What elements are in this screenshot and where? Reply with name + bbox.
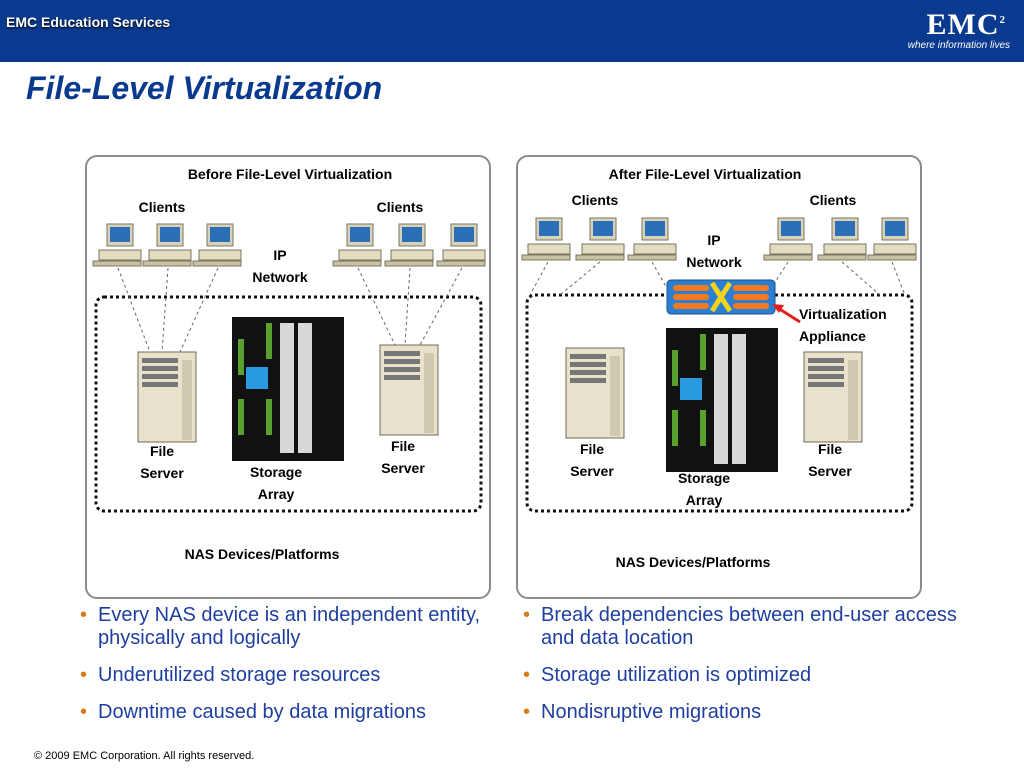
after-nas-boundary	[525, 293, 914, 513]
before-heading: Before File-Level Virtualization	[187, 166, 393, 182]
after-bullet-list: Break dependencies between end-user acce…	[519, 604, 959, 738]
list-item: Downtime caused by data migrations	[76, 701, 494, 724]
before-clients-left-label: Clients	[138, 199, 186, 215]
education-services-logo: EMC Education Services	[6, 14, 171, 30]
before-client-3	[192, 223, 242, 267]
after-heading: After File-Level Virtualization	[608, 166, 802, 182]
before-clients-right-label: Clients	[376, 199, 424, 215]
after-client-2	[575, 217, 625, 261]
before-bullet-list: Every NAS device is an independent entit…	[76, 604, 494, 738]
after-file-server-left	[565, 347, 625, 439]
emc-logo: EMC2	[926, 8, 1006, 41]
after-nas-label: NAS Devices/Platforms	[615, 554, 771, 570]
list-item: Break dependencies between end-user acce…	[519, 604, 959, 650]
list-item: Storage utilization is optimized	[519, 664, 959, 687]
after-clients-left-label: Clients	[571, 192, 619, 208]
header-bar: EMC Education Services EMC2 where inform…	[0, 0, 1024, 62]
after-file-server-right	[803, 351, 863, 443]
after-client-3	[627, 217, 677, 261]
before-client-4	[332, 223, 382, 267]
after-client-4	[763, 217, 813, 261]
after-client-6	[867, 217, 917, 261]
before-client-2	[142, 223, 192, 267]
slide-title: File-Level Virtualization	[26, 70, 383, 106]
before-network-links	[117, 267, 463, 353]
after-clients-right-label: Clients	[809, 192, 857, 208]
appliance-pointer-arrow	[772, 304, 801, 324]
virtualization-appliance-icon	[666, 279, 776, 315]
before-nas-boundary	[94, 295, 483, 513]
before-client-6	[436, 223, 486, 267]
before-client-5	[384, 223, 434, 267]
before-client-1	[92, 223, 142, 267]
before-file-server-left	[137, 351, 197, 443]
after-storage-array	[666, 328, 778, 472]
copyright-footer: © 2009 EMC Corporation. All rights reser…	[34, 750, 255, 762]
emc-tagline: where information lives	[907, 40, 1010, 51]
list-item: Nondisruptive migrations	[519, 701, 959, 724]
after-network-links	[529, 261, 906, 296]
after-client-5	[817, 217, 867, 261]
list-item: Underutilized storage resources	[76, 664, 494, 687]
after-client-1	[521, 217, 571, 261]
before-nas-label: NAS Devices/Platforms	[184, 546, 340, 562]
before-storage-array	[232, 317, 344, 461]
before-file-server-right	[379, 344, 439, 436]
list-item: Every NAS device is an independent entit…	[76, 604, 494, 650]
